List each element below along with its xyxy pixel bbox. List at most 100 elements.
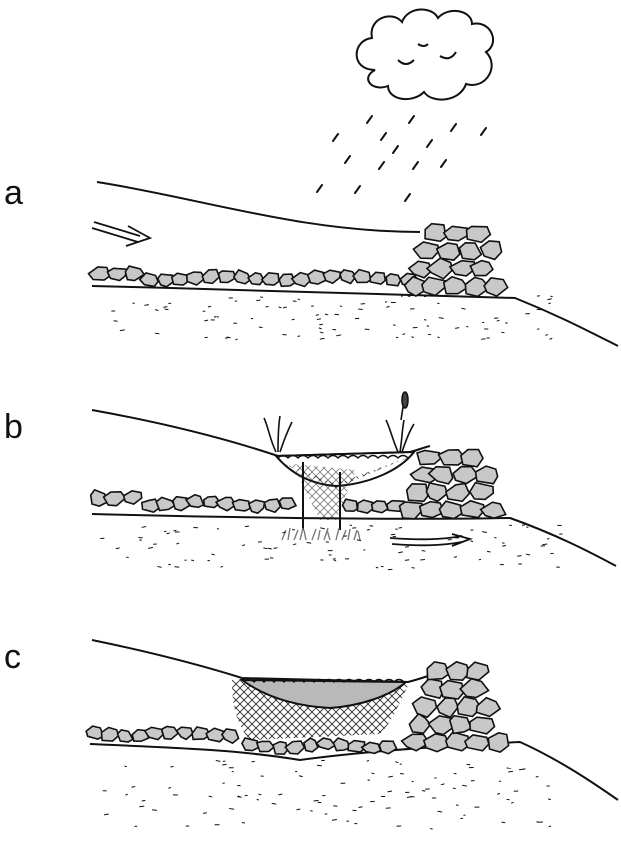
panel-label-c: c — [4, 640, 21, 674]
panel-c — [86, 640, 618, 829]
rock — [413, 697, 437, 717]
sediment-dot — [358, 309, 362, 310]
sediment-a — [111, 296, 552, 340]
sediment-dot — [385, 302, 387, 303]
sediment-dot — [235, 339, 237, 340]
sediment-dot — [307, 542, 311, 543]
rock — [172, 273, 188, 285]
sediment-dot — [422, 791, 425, 792]
rock-field-a — [89, 224, 508, 297]
sediment-dot — [266, 306, 269, 307]
sediment-dot — [439, 318, 444, 319]
sediment-dot — [298, 336, 301, 337]
panel-label-b: b — [4, 410, 23, 444]
sediment-dot — [411, 337, 414, 338]
sediment-dot — [399, 527, 402, 528]
sediment-dot — [508, 771, 513, 772]
glacier-surface-c — [92, 640, 428, 682]
sediment-dot — [216, 761, 221, 762]
rock — [470, 717, 495, 734]
sediment-dot — [335, 314, 339, 315]
sediment-dot — [204, 320, 208, 321]
sediment-dot — [332, 329, 336, 330]
sediment-dot — [260, 297, 263, 298]
sediment-dot — [144, 305, 148, 306]
sediment-dot — [116, 548, 120, 549]
rock — [417, 451, 442, 465]
rock — [400, 502, 423, 519]
sediment-dot — [548, 303, 550, 304]
sediment-dot — [120, 330, 125, 331]
sediment-dot — [401, 296, 403, 297]
sediment-dot — [482, 532, 487, 533]
rock — [446, 484, 470, 502]
rock — [467, 226, 491, 242]
sediment-dot — [522, 525, 525, 526]
rock — [413, 242, 438, 258]
sediment-dot — [370, 526, 374, 527]
sediment-dot — [460, 536, 462, 537]
sediment-dot — [263, 548, 267, 549]
rock — [386, 274, 400, 286]
reed-icon — [264, 416, 292, 452]
sediment-dot — [155, 310, 158, 311]
rock — [444, 277, 468, 294]
sediment-dot — [400, 773, 404, 774]
rock — [480, 241, 501, 259]
rock — [279, 498, 296, 509]
rock — [453, 467, 479, 484]
sediment-dot — [497, 320, 500, 321]
rock — [262, 273, 279, 285]
glacier-surface-b — [92, 410, 430, 456]
sediment-dot — [191, 560, 194, 561]
sediment-dot — [155, 333, 159, 334]
sediment-dot — [545, 335, 548, 336]
sediment-dot — [320, 332, 324, 333]
sediment-dot — [245, 526, 249, 527]
sediment-dot — [438, 337, 440, 338]
rock — [316, 738, 335, 749]
sediment-dot — [388, 791, 393, 792]
rock — [470, 483, 494, 500]
sediment-dot — [209, 796, 213, 797]
ground-line-a — [92, 286, 618, 346]
panel-label-a: a — [4, 176, 23, 210]
sediment-dot — [225, 338, 228, 339]
sediment-dot — [176, 543, 179, 544]
sediment-dot — [279, 307, 282, 308]
sediment-dot — [422, 550, 426, 551]
sediment-dot — [461, 308, 465, 309]
rain-streaks — [317, 116, 486, 201]
rock — [257, 741, 274, 751]
sediment-dot — [359, 807, 363, 808]
rock — [407, 484, 428, 502]
reed-icon — [386, 392, 414, 452]
sediment-dot — [148, 547, 153, 548]
sediment-dot — [319, 324, 323, 325]
sediment-dot — [526, 554, 530, 555]
sediment-dot — [270, 558, 273, 559]
rock — [444, 226, 468, 241]
sediment-dot — [163, 307, 167, 308]
sediment-dot — [299, 776, 303, 777]
sediment-dot — [336, 335, 341, 336]
rock — [343, 499, 358, 511]
sediment-dot — [320, 338, 325, 339]
rock — [426, 483, 447, 501]
sediment-dot — [320, 528, 325, 529]
sediment-dot — [430, 829, 433, 830]
rock — [459, 243, 481, 260]
sediment-dot — [494, 537, 496, 538]
sediment-dot — [152, 810, 157, 811]
rock — [177, 727, 193, 739]
sediment-dot — [455, 328, 459, 329]
sediment-dot — [310, 810, 312, 811]
sediment-dot — [142, 526, 147, 527]
rock — [446, 662, 469, 680]
sediment-dot — [222, 764, 226, 765]
rock — [285, 741, 304, 754]
sediment-dot — [319, 328, 322, 329]
rock — [425, 224, 446, 242]
sediment-dot — [332, 820, 337, 821]
